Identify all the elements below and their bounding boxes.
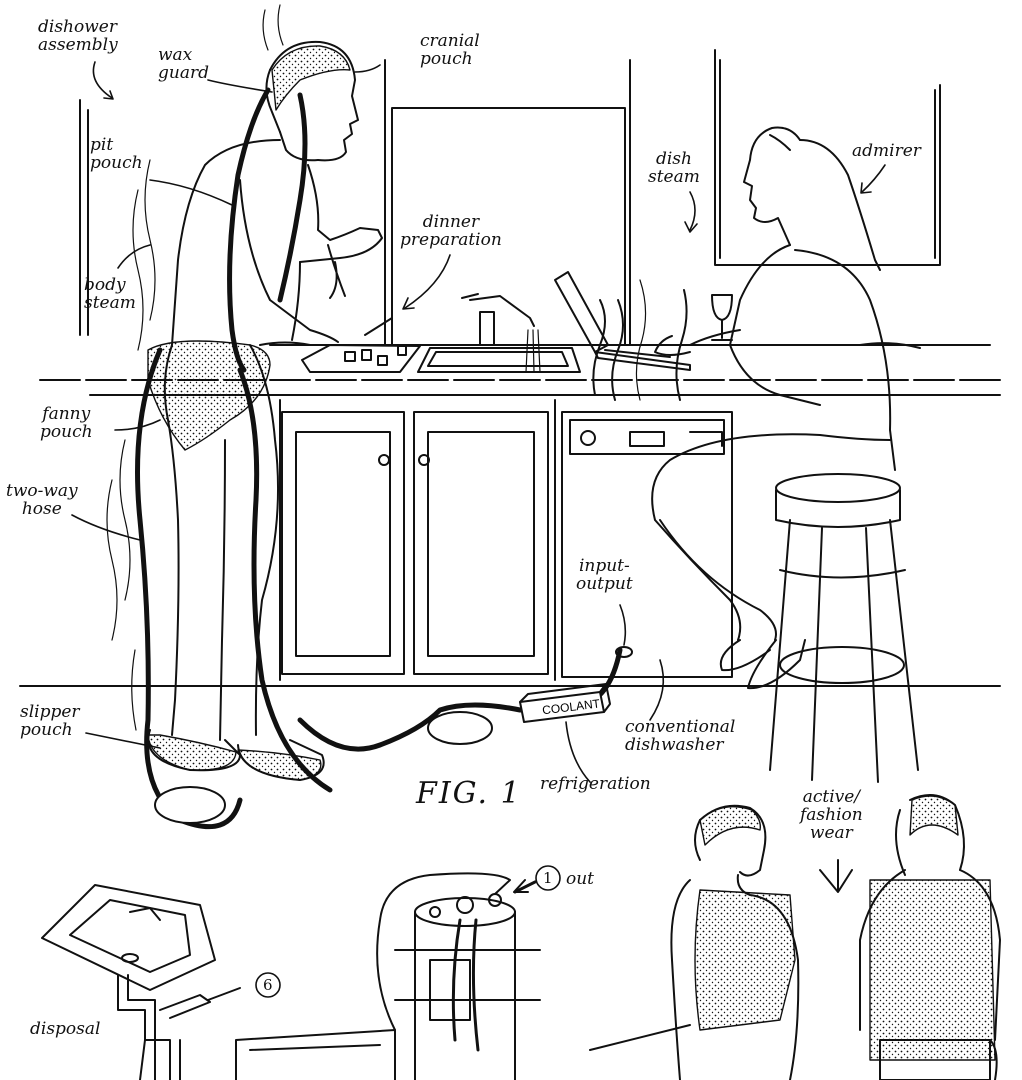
kitchen-cabinets <box>19 399 1001 687</box>
kitchen-windows <box>79 49 941 346</box>
disposal-sink <box>41 884 241 1080</box>
leader-arrows <box>71 61 886 783</box>
number-six: 6 <box>263 976 273 994</box>
water-heater <box>235 872 541 1080</box>
label-out: out <box>566 869 595 889</box>
six-circle <box>255 972 281 998</box>
label-pit-pouch: pit pouch <box>90 135 143 173</box>
number-one: 1 <box>543 869 553 887</box>
out-circle <box>535 865 561 891</box>
figure-caption-fig1: FIG. 1 <box>416 776 522 811</box>
label-conventional-dishwasher: conventional dishwasher <box>625 717 736 755</box>
label-dishower-assembly: dishower assembly <box>38 17 118 55</box>
two-way-hose-drawing <box>135 87 623 830</box>
label-admirer: admirer <box>852 141 921 161</box>
coolant-box <box>519 646 633 723</box>
wine-glass <box>711 294 733 341</box>
label-wax-guard: wax guard <box>158 45 209 83</box>
label-slipper-pouch: slipper pouch <box>20 702 80 740</box>
conventional-dishwasher-drawing <box>561 289 733 678</box>
label-dish-steam: dish steam <box>648 149 700 187</box>
label-two-way-hose: two-way hose <box>6 481 78 519</box>
admirer-figure <box>651 126 896 690</box>
steam-lines <box>106 4 647 731</box>
cutting-board <box>259 317 921 373</box>
kitchen-sink <box>417 293 581 373</box>
label-input-output: input- output <box>576 556 633 594</box>
label-refrigeration: refrigeration <box>540 774 651 794</box>
label-active-fashion-wear: active/ fashion wear <box>800 787 863 843</box>
label-fanny-pouch: fanny pouch <box>40 404 93 442</box>
stippled-pouches <box>147 45 996 1061</box>
label-cranial-pouch: cranial pouch <box>420 31 480 69</box>
laptop <box>554 271 691 371</box>
bar-stool <box>769 473 919 783</box>
label-dinner-preparation: dinner preparation <box>400 212 502 250</box>
label-disposal: disposal <box>30 1019 101 1039</box>
label-body-steam: body steam <box>84 275 136 313</box>
